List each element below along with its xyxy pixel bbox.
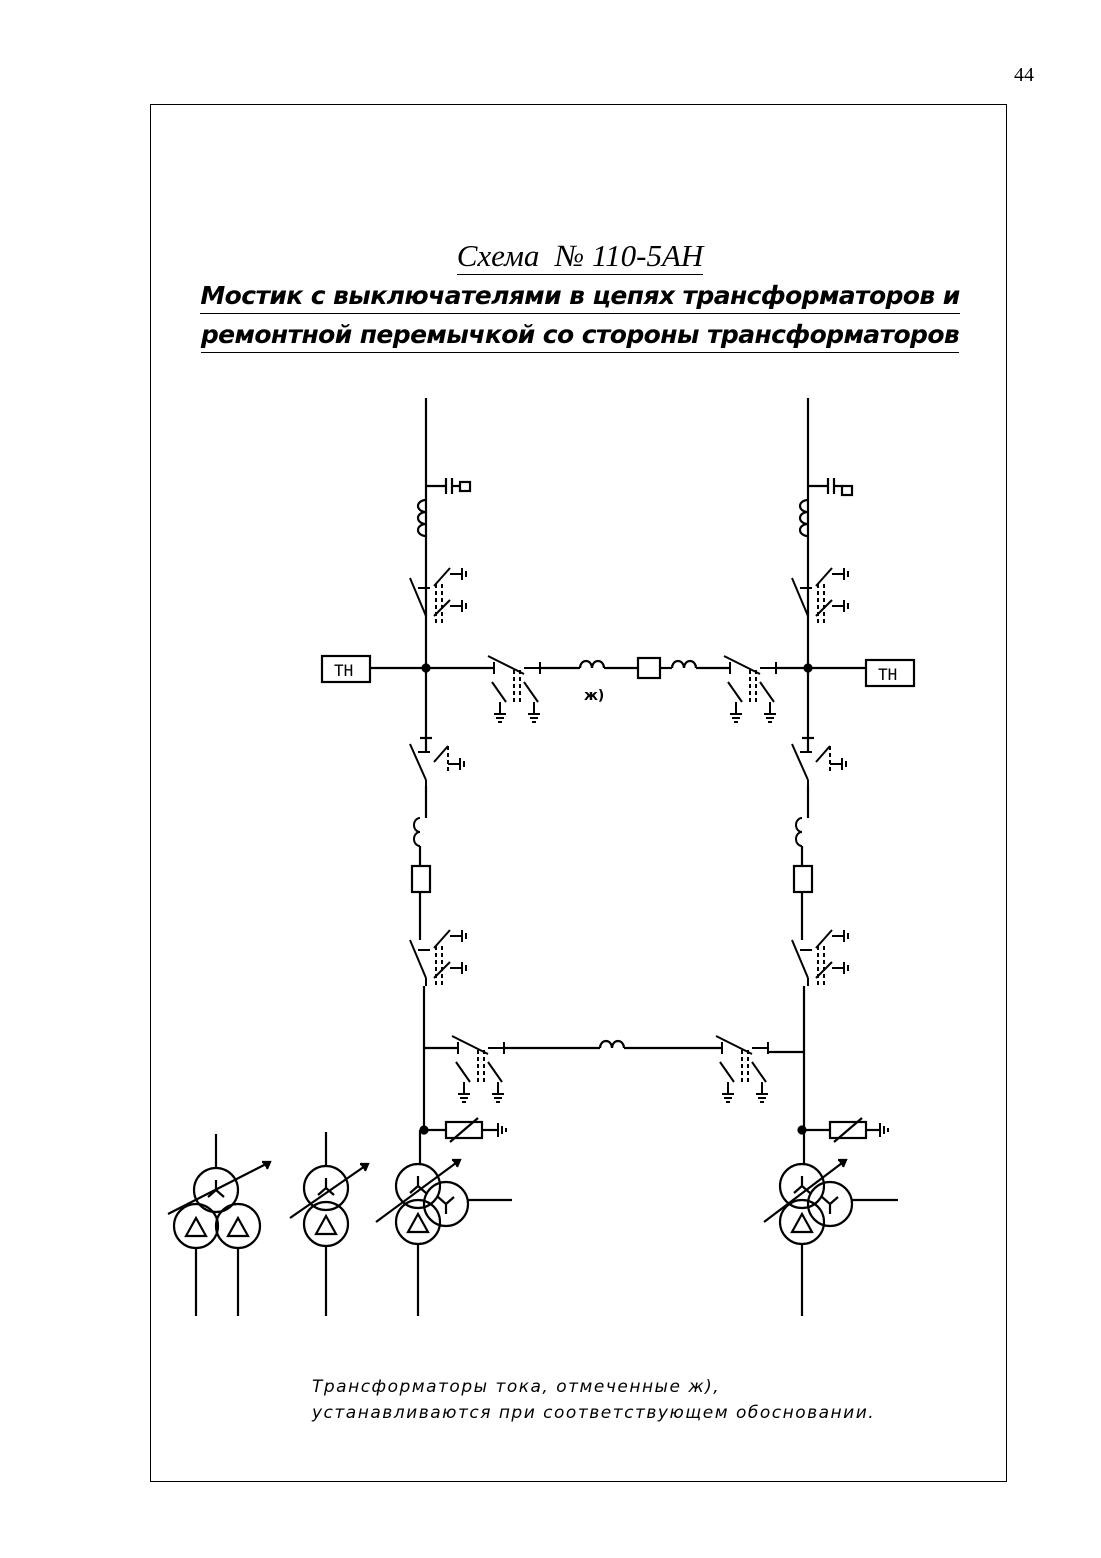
left-line-circuit [408, 398, 472, 738]
vt-right-label: ТН [878, 665, 897, 684]
footnote: Трансформаторы тока, отмеченные ж), уста… [312, 1374, 992, 1426]
footnote-line-1: Трансформаторы тока, отмеченные ж), [312, 1377, 721, 1397]
right-transformer-circuit [790, 736, 850, 1128]
upper-bridge [320, 654, 916, 724]
left-transformer-circuit [408, 736, 468, 1128]
right-power-transformer [763, 1130, 898, 1316]
footnote-line-2: устанавливаются при соответствующем обос… [312, 1403, 876, 1423]
right-surge-arrester [797, 1117, 890, 1143]
alt-two-winding-transformer [289, 1132, 370, 1316]
repair-jumper [424, 1034, 804, 1104]
title-line-2: Мостик с выключателями в цепях трансформ… [200, 279, 960, 314]
title-block: Схема № 110-5АН Мостик с выключателями в… [160, 238, 1000, 353]
alt-split-winding-transformer [167, 1134, 272, 1316]
left-power-transformer [375, 1130, 512, 1316]
scheme-title: Схема № 110-5АН [456, 238, 704, 275]
scheme-word: Схема [456, 238, 540, 273]
right-line-circuit [790, 398, 854, 738]
scheme-number: № 110-5АН [554, 238, 704, 273]
left-surge-arrester [419, 1117, 508, 1143]
title-line-3: ремонтной перемычкой со стороны трансфор… [200, 318, 960, 353]
page-number: 44 [1014, 64, 1034, 86]
ct-mark-label: ж) [584, 688, 604, 704]
drawing-frame [150, 104, 1007, 1482]
vt-left-label: ТН [334, 661, 353, 680]
